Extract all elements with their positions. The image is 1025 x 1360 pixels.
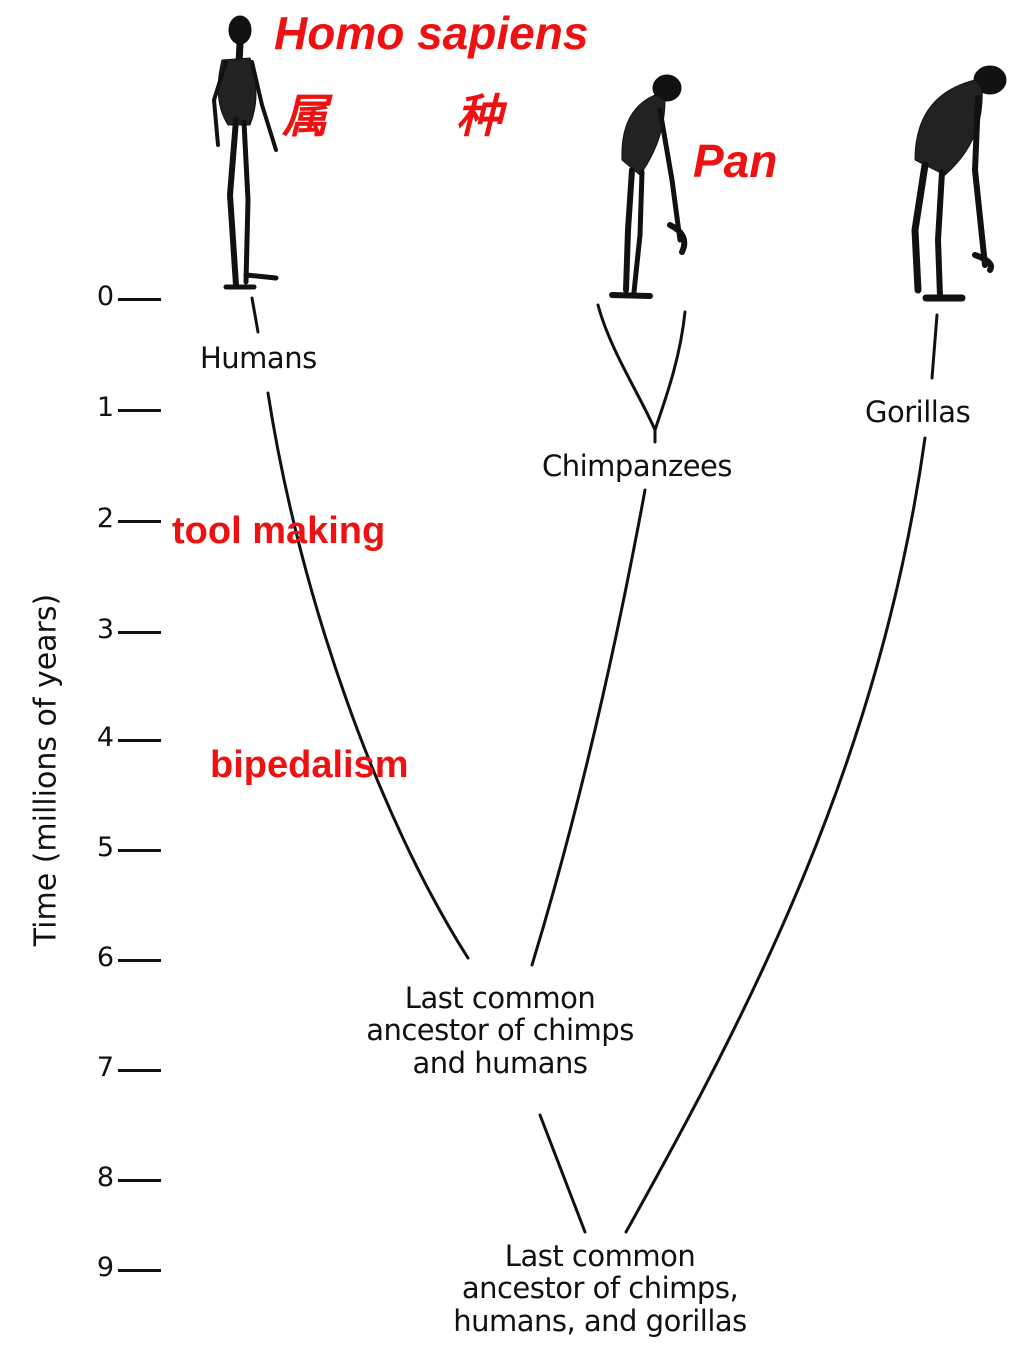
tick-mark [118, 1269, 161, 1272]
label-chimpanzees: Chimpanzees [542, 450, 732, 482]
tick-label: 0 [97, 281, 114, 312]
label-humans: Humans [200, 342, 317, 374]
tick-mark [118, 631, 161, 634]
tick-3: 3 [0, 614, 170, 654]
annotation-tool-making: tool making [172, 510, 385, 553]
tick-mark [118, 520, 161, 523]
branch-humans [268, 393, 468, 958]
tick-4: 4 [0, 722, 170, 762]
tick-0: 0 [0, 281, 170, 321]
branch-gorillas-top [932, 315, 937, 378]
human-skeleton-icon [214, 16, 276, 287]
tick-5: 5 [0, 832, 170, 872]
branch-chimp-right [655, 312, 685, 430]
tick-7: 7 [0, 1052, 170, 1092]
tick-mark [118, 739, 161, 742]
lca-all-line-2: ancestor of chimps, [440, 1272, 760, 1304]
tick-mark [118, 1069, 161, 1072]
annotation-genus-char: 属 [282, 80, 328, 146]
tick-label: 8 [97, 1162, 114, 1193]
tick-8: 8 [0, 1162, 170, 1202]
tick-mark [118, 849, 161, 852]
tick-mark [118, 298, 161, 301]
tick-label: 5 [97, 832, 114, 863]
tick-label: 6 [97, 942, 114, 973]
tick-mark [118, 1179, 161, 1182]
branch-gorillas [626, 438, 925, 1232]
tick-label: 4 [97, 722, 114, 753]
branch-humans-top [252, 298, 258, 332]
tick-label: 7 [97, 1052, 114, 1083]
tick-6: 6 [0, 942, 170, 982]
annotation-species-char: 种 [456, 80, 502, 146]
label-lca-all: Last common ancestor of chimps, humans, … [440, 1240, 760, 1337]
annotation-homo-sapiens: Homo sapiens [274, 6, 588, 60]
branch-root [540, 1115, 585, 1232]
tick-label: 1 [97, 392, 114, 423]
chimpanzee-skeleton-icon [612, 75, 684, 296]
lca-ch-line-2: ancestor of chimps [360, 1014, 640, 1046]
annotation-bipedalism: bipedalism [210, 744, 409, 787]
annotation-pan: Pan [693, 134, 777, 188]
label-lca-chimps-humans: Last common ancestor of chimps and human… [360, 982, 640, 1079]
lca-all-line-1: Last common [440, 1240, 760, 1272]
gorilla-skeleton-icon [915, 66, 1006, 298]
tick-label: 2 [97, 503, 114, 534]
lca-all-line-3: humans, and gorillas [440, 1305, 760, 1337]
branch-chimp-left [598, 305, 655, 430]
tick-9: 9 [0, 1252, 170, 1292]
tick-label: 9 [97, 1252, 114, 1283]
tick-mark [118, 409, 161, 412]
label-gorillas: Gorillas [865, 396, 970, 428]
lca-ch-line-1: Last common [360, 982, 640, 1014]
branch-chimps-stem [532, 490, 645, 965]
tick-2: 2 [0, 503, 170, 543]
tick-1: 1 [0, 392, 170, 432]
axis-title: Time (millions of years) [29, 594, 64, 946]
tick-mark [118, 959, 161, 962]
tick-label: 3 [97, 614, 114, 645]
lca-ch-line-3: and humans [360, 1047, 640, 1079]
